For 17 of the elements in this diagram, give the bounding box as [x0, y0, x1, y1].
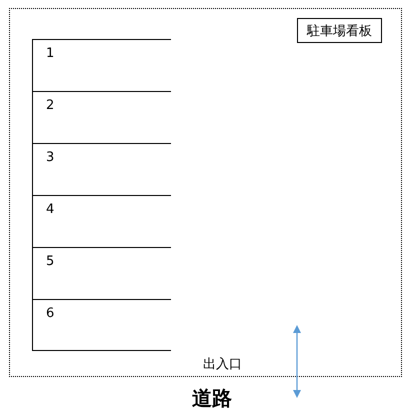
signboard [297, 18, 382, 43]
space-number: 2 [46, 98, 54, 113]
road-label: 道路 [192, 385, 232, 411]
entrance-label: 出入口 [203, 356, 242, 373]
parking-lot-boundary [9, 8, 402, 377]
space-number: 3 [46, 150, 54, 165]
parking-space [32, 91, 171, 143]
space-number: 5 [46, 254, 54, 269]
parking-space [32, 299, 171, 351]
parking-space [32, 143, 171, 195]
parking-space [32, 39, 171, 91]
space-number: 6 [46, 306, 54, 321]
parking-space [32, 247, 171, 299]
parking-space [32, 195, 171, 247]
space-number: 1 [46, 46, 54, 61]
space-number: 4 [46, 202, 54, 217]
sign-text: 駐車場看板 [307, 22, 372, 40]
